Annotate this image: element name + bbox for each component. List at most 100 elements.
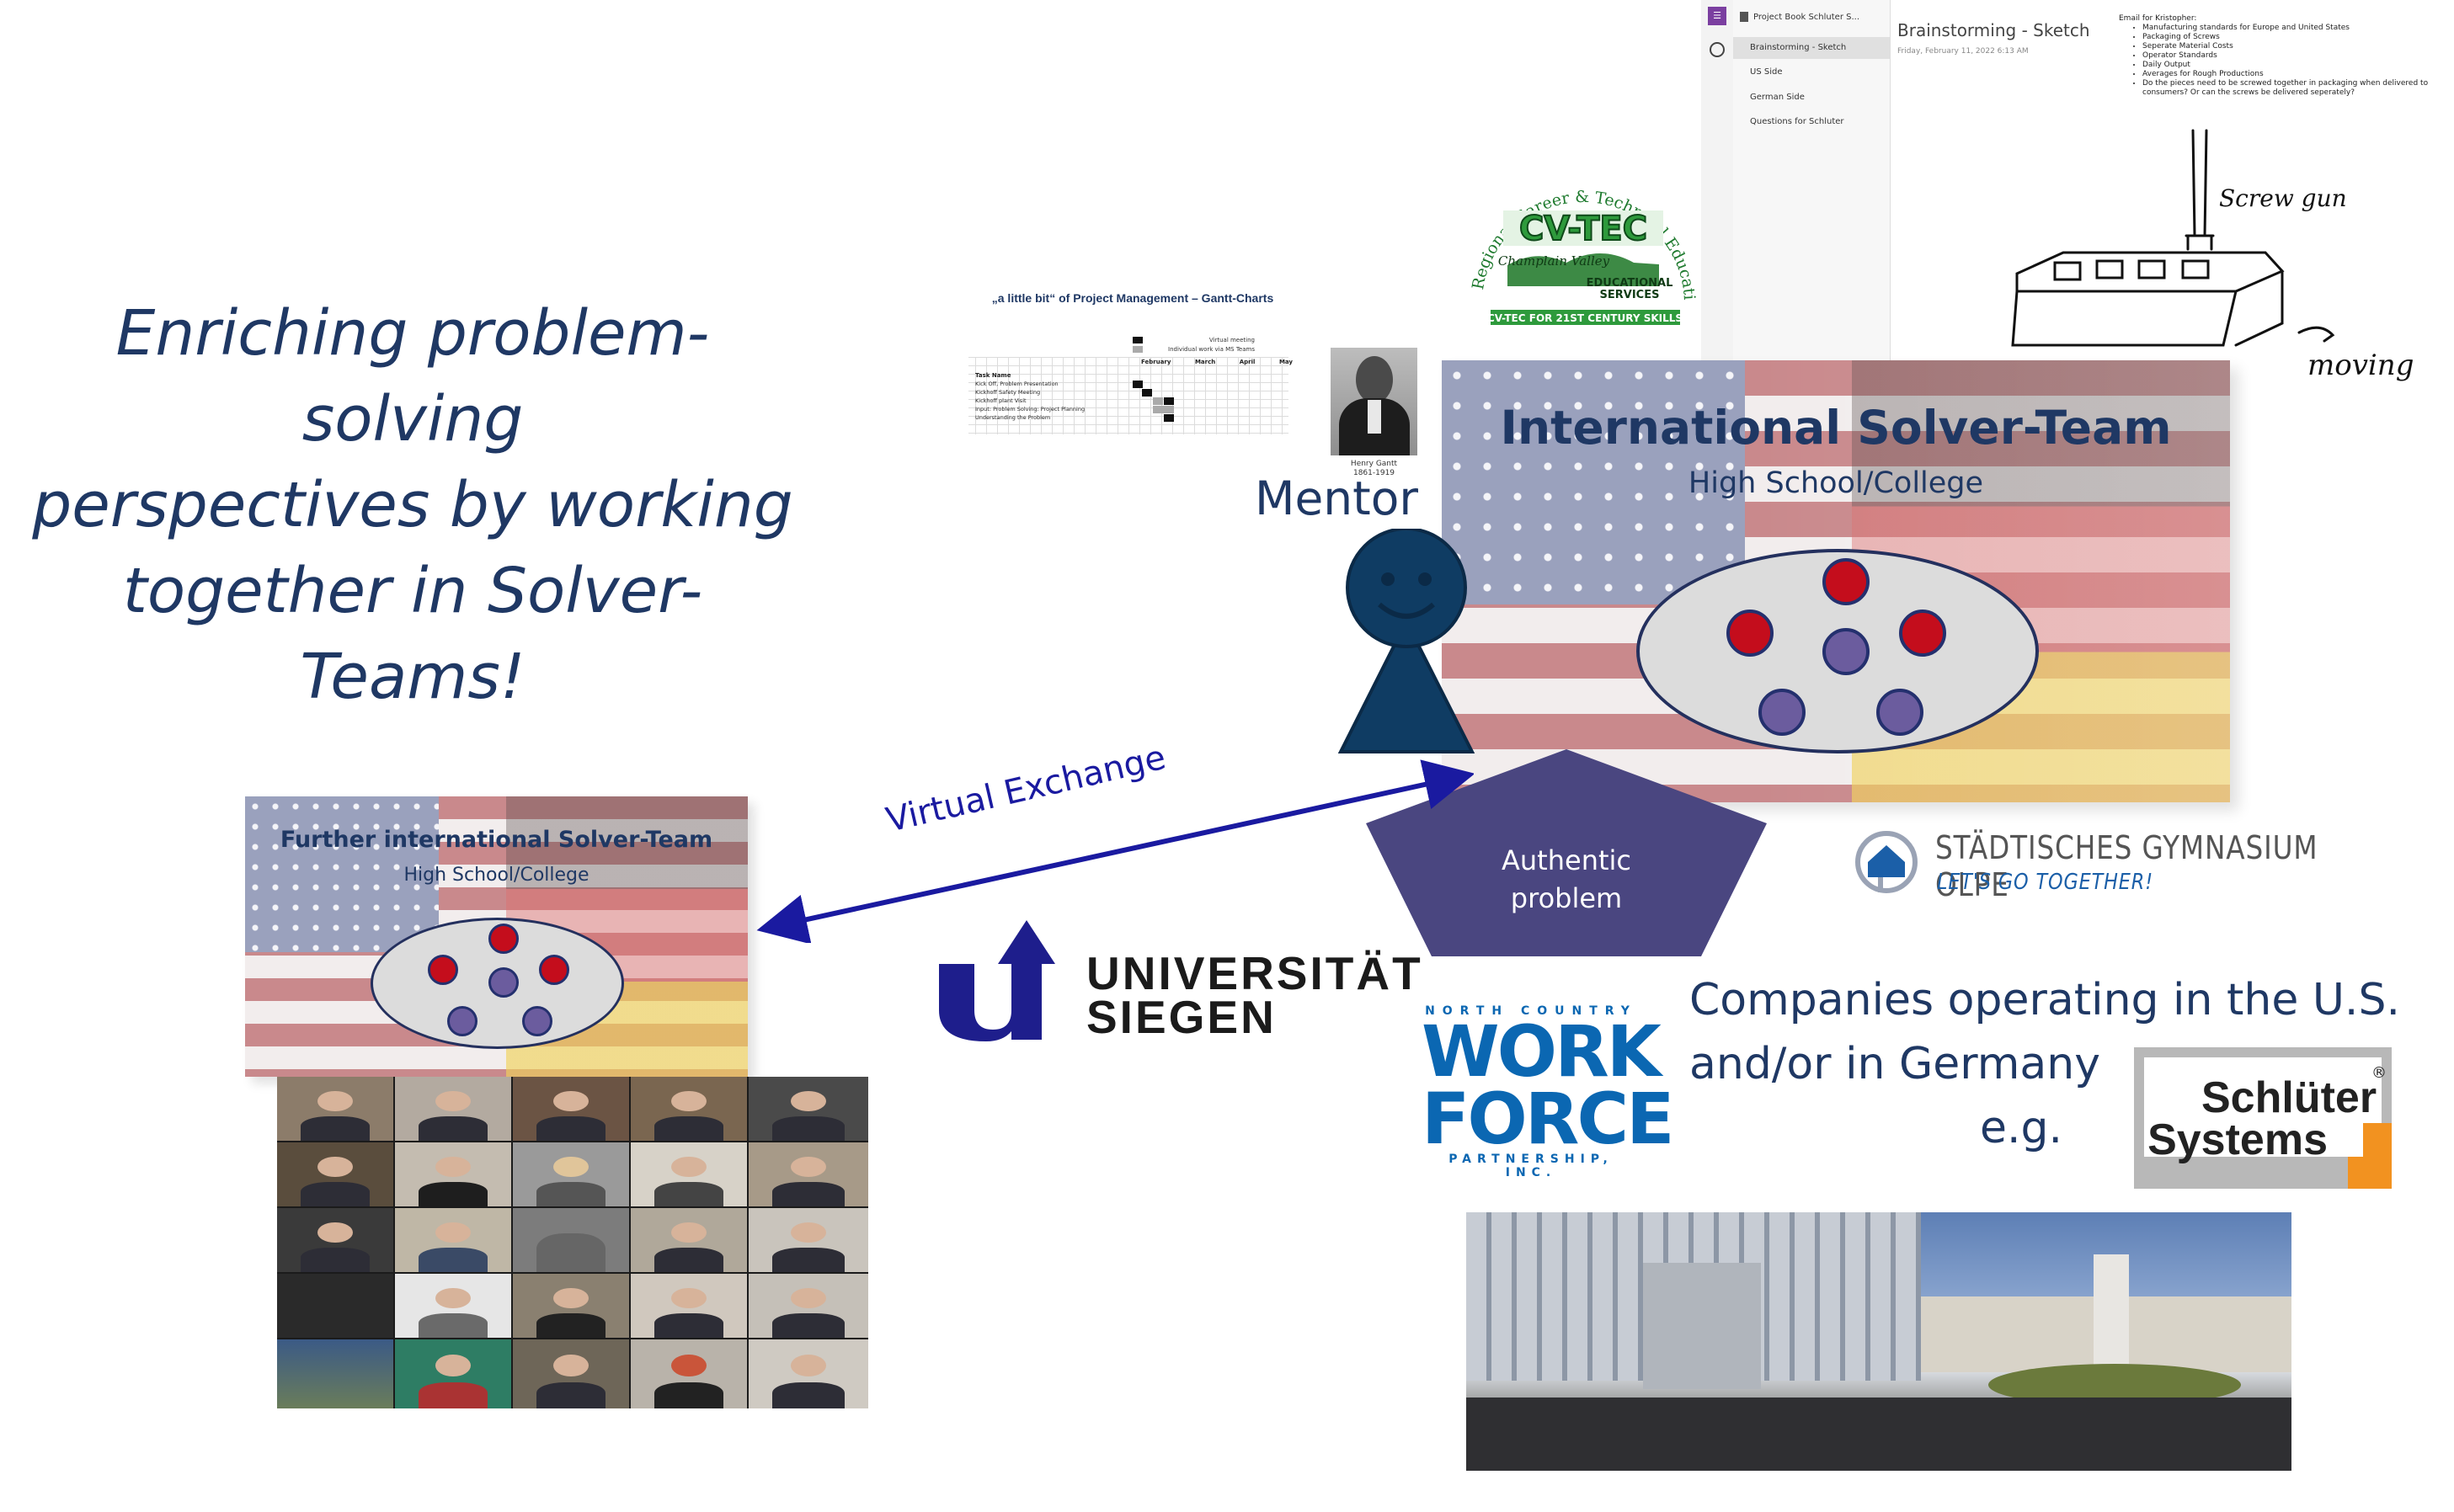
participant-tile	[395, 1274, 511, 1338]
notebooks-icon: ☰	[1708, 7, 1726, 25]
team-member-purple	[522, 1006, 552, 1036]
participant-tile	[513, 1208, 629, 1272]
participant-tile	[395, 1077, 511, 1141]
schluter-orange-side	[2363, 1123, 2392, 1189]
gantt-task: Kick Off, Problem Presentation	[975, 380, 1085, 388]
participant-tile	[513, 1142, 629, 1206]
gantt-task: Kickhoff plant Visit	[975, 397, 1085, 405]
team-member-purple	[447, 1006, 477, 1036]
team-member-red	[488, 924, 519, 954]
siegen-u-arrow-mark	[939, 920, 1055, 1041]
email-item: Daily Output	[2142, 61, 2451, 70]
building-entrance	[1643, 1263, 1761, 1389]
participant-tile	[277, 1274, 393, 1338]
page-item[interactable]: German Side	[1750, 93, 1805, 102]
workforce-bottom: PARTNERSHIP, INC.	[1422, 1153, 1640, 1179]
gantt-legend-swatch-1	[1133, 337, 1143, 343]
team-member-red	[1726, 610, 1774, 657]
mentor-figure	[1331, 529, 1482, 756]
gantt-months: February March April May	[1141, 359, 1293, 365]
main-team-title: International Solver-Team	[1442, 401, 2230, 455]
email-notes: Email for Kristopher: Manufacturing stan…	[2119, 14, 2451, 98]
participant-tile	[395, 1339, 511, 1408]
cvtec-sub1: Champlain Valley	[1498, 253, 1610, 269]
schluter-registered-mark: ®	[2371, 1064, 2387, 1082]
onenote-window: ☰ Project Book Schluter S... Brainstormi…	[1701, 0, 2454, 387]
participant-tile	[631, 1339, 747, 1408]
participant-tile	[513, 1274, 629, 1338]
further-team-subtitle: High School/College	[245, 865, 748, 886]
headline-line-1: Enriching problem-solving	[25, 290, 800, 462]
gantt-legend-1: Virtual meeting	[1086, 337, 1255, 343]
mentor-eye	[1418, 572, 1432, 586]
gantt-month: April	[1240, 359, 1256, 365]
notebook-icon	[1740, 12, 1748, 22]
gymnasium-olpe-icon	[1853, 828, 1920, 896]
gantt-bar	[1164, 397, 1174, 405]
participant-tile	[513, 1077, 629, 1141]
gantt-month: February	[1141, 359, 1171, 365]
onenote-pages-pane: Project Book Schluter S... Brainstorming…	[1733, 0, 1891, 387]
page-title: Brainstorming - Sketch	[1897, 20, 2090, 40]
cvtec-tagline: CV-TEC FOR 21ST CENTURY SKILLS	[1487, 312, 1683, 324]
portrait-head	[1356, 356, 1393, 403]
page-item[interactable]: Questions for Schluter	[1750, 117, 1844, 126]
email-item: Operator Standards	[2142, 51, 2451, 61]
cvtec-sub3: SERVICES	[1600, 289, 1660, 301]
cvtec-name: CV-TEC	[1519, 210, 1647, 248]
participant-tile	[749, 1077, 868, 1141]
email-item: Manufacturing standards for Europe and U…	[2142, 24, 2451, 33]
gantt-month: May	[1279, 359, 1293, 365]
driveway	[1466, 1398, 2291, 1471]
participant-tile	[513, 1339, 629, 1408]
notebook-title: Project Book Schluter S...	[1740, 12, 1859, 22]
participant-tile	[277, 1339, 393, 1408]
participant-tile	[631, 1208, 747, 1272]
email-item: Packaging of Screws	[2142, 33, 2451, 42]
email-heading: Email for Kristopher:	[2119, 14, 2451, 24]
search-icon	[1710, 42, 1725, 57]
cvtec-logo: Regional Career & Technical Education Ce…	[1457, 160, 1710, 337]
gantt-legend-swatch-2	[1133, 346, 1143, 353]
mentor-portrait	[1331, 348, 1417, 455]
companies-line-1: Companies operating in the U.S.	[1689, 968, 2400, 1032]
participant-tile	[277, 1142, 393, 1206]
headline-line-2: perspectives by working	[25, 462, 800, 548]
gantt-bar	[1142, 389, 1152, 397]
team-member-purple	[1758, 689, 1806, 736]
email-item: Averages for Rough Productions	[2142, 70, 2451, 79]
siegen-wordmark: UNIVERSITÄT SIEGEN	[1086, 951, 1423, 1039]
gantt-task: Understanding the Problem	[975, 413, 1085, 422]
team-member-red	[1899, 610, 1946, 657]
page-item[interactable]: Brainstorming - Sketch	[1750, 43, 1846, 52]
schluter-line-2: Systems	[2134, 1115, 2328, 1165]
participant-tile	[749, 1142, 868, 1206]
company-building-photo	[1466, 1212, 2291, 1471]
portrait-name: Henry Gantt	[1331, 460, 1417, 469]
gantt-task-list: Kick Off, Problem Presentation Kickhoff …	[975, 380, 1085, 422]
gantt-bar	[1164, 414, 1174, 422]
participant-tile	[749, 1274, 868, 1338]
sketch-label-1: Screw gun	[2219, 184, 2347, 212]
video-conference-grid	[277, 1077, 868, 1408]
team-member-red	[539, 955, 569, 985]
team-member-red	[1822, 558, 1870, 605]
gantt-title: „a little bit“ of Project Management – G…	[968, 291, 1297, 305]
mentor-label: Mentor	[1255, 471, 1418, 525]
cvtec-sub2: EDUCATIONAL	[1587, 277, 1673, 290]
gantt-chart-thumbnail: „a little bit“ of Project Management – G…	[968, 286, 1297, 438]
mentor-eye	[1381, 572, 1395, 586]
participant-tile	[277, 1208, 393, 1272]
participant-tile	[395, 1208, 511, 1272]
page-item[interactable]: US Side	[1750, 67, 1782, 77]
team-member-purple	[488, 967, 519, 998]
portrait-collar	[1368, 400, 1381, 434]
participant-tile	[631, 1077, 747, 1141]
team-member-purple	[1822, 628, 1870, 675]
email-item: Do the pieces need to be screwed togethe…	[2142, 79, 2451, 98]
team-member-red	[428, 955, 458, 985]
gantt-month: March	[1195, 359, 1215, 365]
hand-sketch: Screw gun moving	[1945, 126, 2451, 387]
gantt-bar	[1153, 397, 1163, 405]
participant-tile	[749, 1208, 868, 1272]
